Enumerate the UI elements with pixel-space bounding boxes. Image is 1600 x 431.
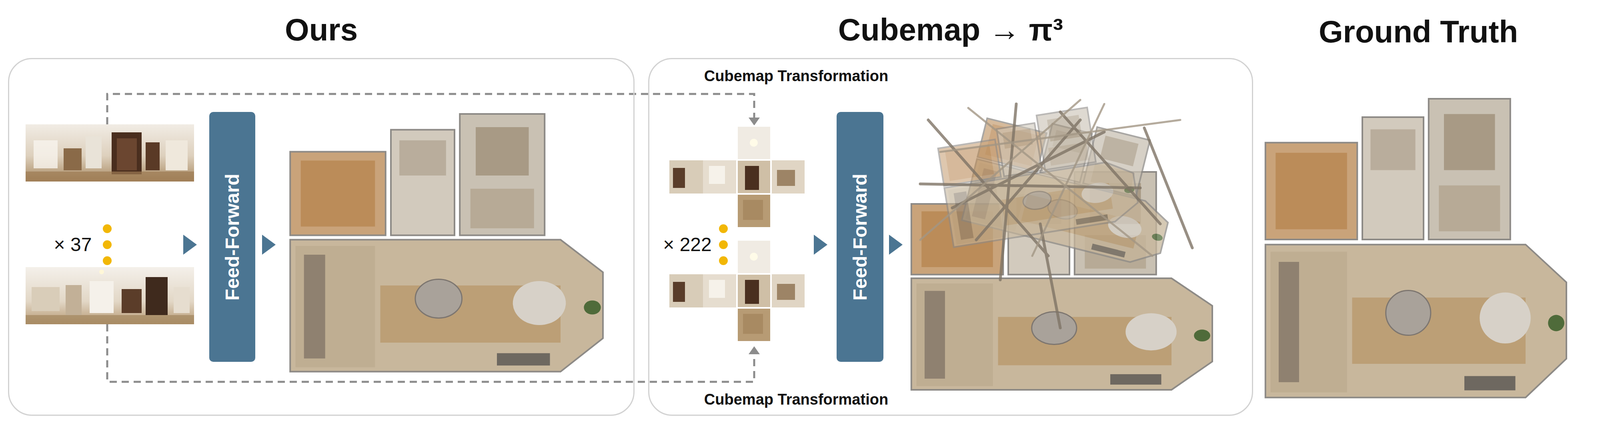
box-label: Feed-Forward [222, 173, 243, 301]
feed-forward-box: Feed-Forward [209, 112, 256, 363]
box-label: Feed-Forward [850, 173, 870, 301]
step-label: Cubemap Transformation [704, 391, 889, 409]
method-panel: Cubemap → π³Feed-Forward [648, 58, 1254, 417]
count-label: × 222 [662, 233, 712, 256]
feed-forward-box: Feed-Forward [836, 112, 884, 363]
panel-title: Ours [284, 12, 358, 49]
panel-title: Ground Truth [1318, 14, 1518, 51]
step-label: Cubemap Transformation [704, 67, 889, 86]
count-label: × 37 [54, 233, 93, 256]
panel-title: Cubemap → π³ [838, 12, 1064, 49]
method-panel: OursFeed-Forward [8, 58, 635, 417]
